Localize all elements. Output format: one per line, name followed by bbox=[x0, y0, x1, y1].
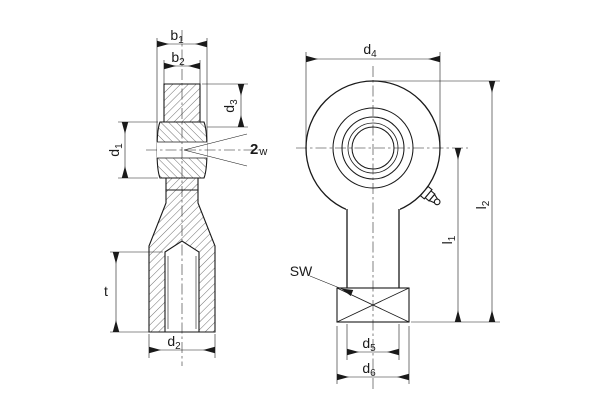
label-l1: l1 bbox=[439, 235, 458, 244]
grease-nipple bbox=[419, 185, 441, 206]
label-l2: l2 bbox=[473, 200, 492, 209]
dimension-l1: l1 bbox=[411, 148, 500, 323]
front-view: d4 SW d5 d6 l1 bbox=[290, 41, 500, 390]
label-b2: b2 bbox=[171, 49, 185, 68]
label-d4: d4 bbox=[363, 41, 377, 60]
label-sw: SW bbox=[290, 263, 313, 279]
label-d6: d6 bbox=[362, 360, 376, 379]
dimension-d6: d6 bbox=[336, 326, 410, 384]
side-section-view: b1 b2 d3 d1 2w bbox=[104, 27, 267, 366]
label-2w: 2w bbox=[250, 141, 267, 158]
dimension-d3: d3 bbox=[202, 83, 248, 128]
dimension-b1: b1 bbox=[156, 27, 208, 141]
tilt-angle-2w: 2w bbox=[183, 133, 267, 167]
label-d5: d5 bbox=[362, 335, 376, 354]
label-b1: b1 bbox=[170, 27, 184, 46]
dimension-d2: d2 bbox=[148, 333, 216, 358]
dimension-d4: d4 bbox=[305, 41, 441, 144]
dimension-d1: d1 bbox=[106, 121, 158, 179]
dimension-l2: l2 bbox=[375, 80, 500, 322]
label-d3: d3 bbox=[221, 99, 240, 113]
shank-section bbox=[148, 189, 216, 333]
callout-sw: SW bbox=[290, 263, 354, 297]
label-d1: d1 bbox=[106, 143, 125, 157]
label-t: t bbox=[104, 283, 108, 299]
dimension-b2: b2 bbox=[163, 49, 201, 84]
dimension-t: t bbox=[104, 251, 163, 333]
dimension-d5: d5 bbox=[346, 324, 400, 360]
label-d2: d2 bbox=[167, 333, 181, 352]
